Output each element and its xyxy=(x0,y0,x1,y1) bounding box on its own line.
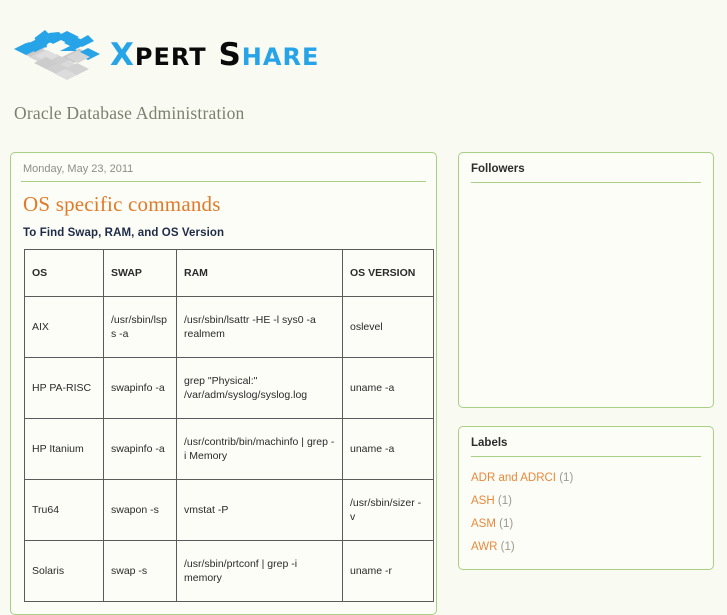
cell-os: HP PA-RISC xyxy=(24,357,104,419)
table-row: Solaris swap -s /usr/sbin/prtconf | grep… xyxy=(24,540,434,602)
cell-swap: swapon -s xyxy=(103,479,177,541)
logo-wordmark: XPERT SHARE xyxy=(110,36,320,73)
label-count: (1) xyxy=(499,518,514,530)
cell-os: Solaris xyxy=(24,540,104,602)
label-link[interactable]: ASH xyxy=(471,495,495,507)
blog-subtitle: Oracle Database Administration xyxy=(14,103,245,123)
sidebar: Followers Labels ADR and ADRCI (1) ASH (… xyxy=(458,152,714,588)
logo-x: X xyxy=(110,36,135,73)
os-commands-table: OS SWAP RAM OS VERSION AIX /usr/sbin/lsp… xyxy=(24,249,434,602)
followers-body xyxy=(471,191,701,193)
cell-os: HP Itanium xyxy=(24,418,104,480)
cell-osversion: uname -a xyxy=(342,357,434,419)
table-row: HP PA-RISC swapinfo -a grep "Physical:" … xyxy=(24,357,434,419)
cell-osversion: uname -r xyxy=(342,540,434,602)
cell-ram: /usr/sbin/lsattr -HE -l sys0 -a realmem xyxy=(176,296,343,358)
blog-post: Monday, May 23, 2011 OS specific command… xyxy=(10,152,437,615)
table-header-swap: SWAP xyxy=(103,249,177,297)
cell-ram: /usr/contrib/bin/machinfo | grep -i Memo… xyxy=(176,418,343,480)
table-row: Tru64 swapon -s vmstat -P /usr/sbin/size… xyxy=(24,479,434,541)
post-title[interactable]: OS specific commands xyxy=(23,192,221,216)
cell-swap: swapinfo -a xyxy=(103,357,177,419)
list-item: AWR (1) xyxy=(471,536,701,559)
label-count: (1) xyxy=(559,472,574,484)
cell-osversion: oslevel xyxy=(342,296,434,358)
table-header-row: OS SWAP RAM OS VERSION xyxy=(24,249,434,297)
cell-ram: vmstat -P xyxy=(176,479,343,541)
cell-osversion: uname -a xyxy=(342,418,434,480)
logo-hare: HARE xyxy=(241,42,320,71)
table-header-os: OS xyxy=(24,249,104,297)
puzzle-pieces-logo xyxy=(14,30,100,80)
table-row: HP Itanium swapinfo -a /usr/contrib/bin/… xyxy=(24,418,434,480)
cell-os: Tru64 xyxy=(24,479,104,541)
label-link[interactable]: AWR xyxy=(471,541,498,553)
followers-widget: Followers xyxy=(458,152,714,408)
cell-swap: swap -s xyxy=(103,540,177,602)
logo-pert: PERT xyxy=(134,42,207,71)
cell-os: AIX xyxy=(24,296,104,358)
labels-title: Labels xyxy=(471,437,701,457)
followers-title: Followers xyxy=(471,163,701,183)
post-date: Monday, May 23, 2011 xyxy=(21,161,426,182)
label-count: (1) xyxy=(500,541,515,553)
cell-ram: grep "Physical:" /var/adm/syslog/syslog.… xyxy=(176,357,343,419)
label-count: (1) xyxy=(497,495,512,507)
label-link[interactable]: ADR and ADRCI xyxy=(471,472,557,484)
post-subtitle: To Find Swap, RAM, and OS Version xyxy=(23,227,225,239)
cell-swap: swapinfo -a xyxy=(103,418,177,480)
table-row: AIX /usr/sbin/lsps -a /usr/sbin/lsattr -… xyxy=(24,296,434,358)
site-header: XPERT SHARE Oracle Database Administrati… xyxy=(0,0,727,140)
table-header-ram: RAM xyxy=(176,249,343,297)
main-column: Monday, May 23, 2011 OS specific command… xyxy=(10,152,437,615)
cell-swap: /usr/sbin/lsps -a xyxy=(103,296,177,358)
cell-osversion: /usr/sbin/sizer -v xyxy=(342,479,434,541)
cell-ram: /usr/sbin/prtconf | grep -i memory xyxy=(176,540,343,602)
list-item: ASH (1) xyxy=(471,490,701,513)
site-logo[interactable]: XPERT SHARE xyxy=(12,26,319,84)
table-header-osversion: OS VERSION xyxy=(342,249,434,297)
labels-widget: Labels ADR and ADRCI (1) ASH (1) ASM (1)… xyxy=(458,426,714,570)
label-link[interactable]: ASM xyxy=(471,518,496,530)
list-item: ADR and ADRCI (1) xyxy=(471,467,701,490)
logo-s: S xyxy=(218,36,242,73)
list-item: ASM (1) xyxy=(471,513,701,536)
